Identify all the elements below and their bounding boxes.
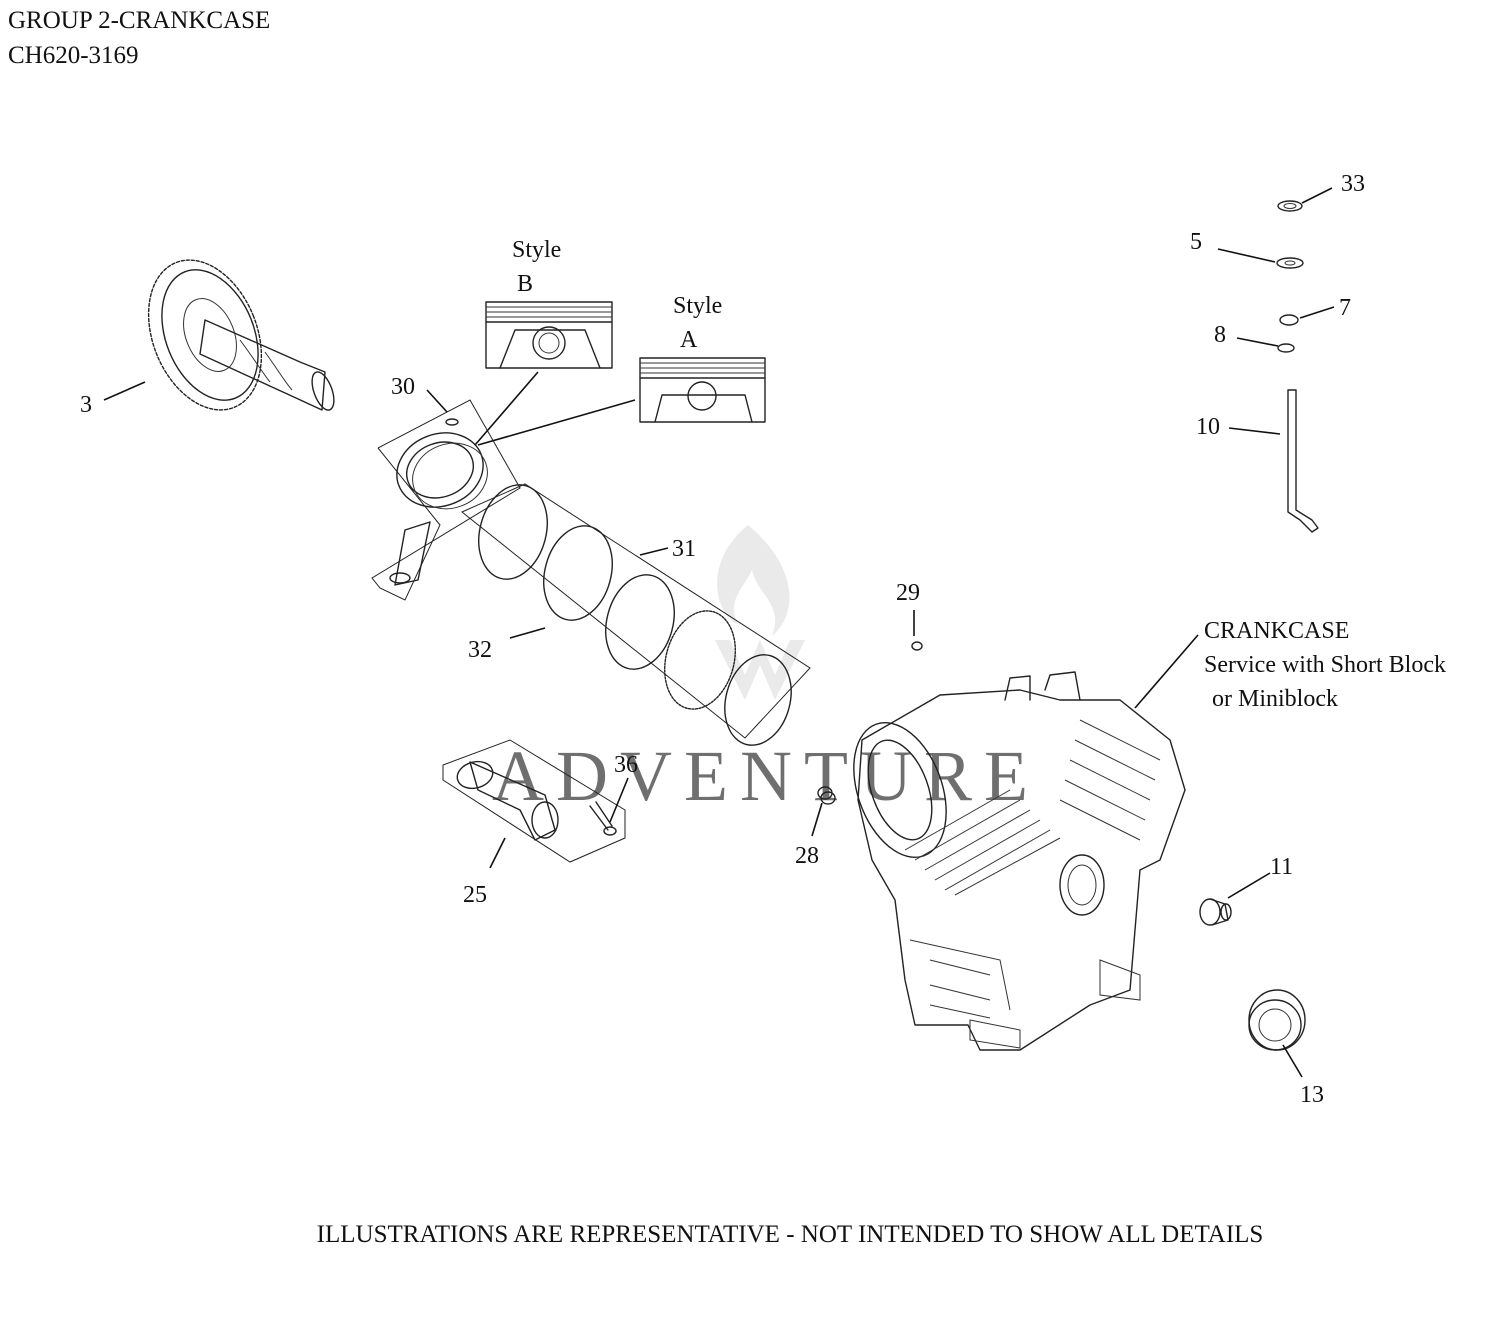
plug-part bbox=[911, 641, 923, 651]
watermark-w-icon bbox=[715, 640, 805, 700]
callout-36: 36 bbox=[614, 752, 638, 778]
callout-30: 30 bbox=[391, 374, 415, 400]
camshaft-part bbox=[147, 259, 335, 411]
style-b-label-line2: B bbox=[517, 271, 533, 297]
breather-tube-part bbox=[1287, 389, 1319, 533]
piston-rings-frame bbox=[461, 483, 811, 746]
piston-style-a bbox=[639, 357, 766, 423]
callout-25: 25 bbox=[463, 882, 487, 908]
rod-bolt-part bbox=[589, 801, 617, 836]
callout-5: 5 bbox=[1190, 229, 1202, 255]
model-number: CH620-3169 bbox=[8, 42, 139, 69]
callout-3: 3 bbox=[80, 392, 92, 418]
watermark-text: ADVENTURE bbox=[492, 736, 1040, 816]
callout-8: 8 bbox=[1214, 322, 1226, 348]
style-b-label-line1: Style bbox=[512, 237, 561, 263]
drain-plug-part bbox=[1199, 898, 1232, 926]
oil-seal-part bbox=[1248, 989, 1306, 1051]
callout-28: 28 bbox=[795, 843, 819, 869]
disclaimer-text: ILLUSTRATIONS ARE REPRESENTATIVE - NOT I… bbox=[316, 1221, 1264, 1248]
watermark: ADVENTURE bbox=[492, 525, 1040, 816]
crankcase-note-line1: CRANKCASE bbox=[1204, 618, 1349, 644]
retainer-part bbox=[445, 418, 459, 426]
callout-29: 29 bbox=[896, 580, 920, 606]
callout-32: 32 bbox=[468, 637, 492, 663]
callout-31: 31 bbox=[672, 536, 696, 562]
watermark-flame-icon bbox=[717, 525, 790, 636]
callout-7: 7 bbox=[1339, 295, 1351, 321]
callout-33: 33 bbox=[1341, 171, 1365, 197]
callout-11: 11 bbox=[1270, 854, 1293, 880]
breather-parts bbox=[1276, 200, 1319, 533]
piston-assembly-frame bbox=[371, 399, 521, 601]
connecting-rod-frame bbox=[442, 739, 626, 863]
wrist-pin-part bbox=[394, 521, 431, 586]
crankcase-block bbox=[853, 671, 1186, 1051]
dowel-part bbox=[817, 786, 836, 805]
disclaimer-note: ILLUSTRATIONS ARE REPRESENTATIVE - NOT I… bbox=[0, 1220, 1500, 1250]
leader-lines bbox=[103, 187, 1335, 1078]
crankcase-note-line2: Service with Short Block bbox=[1204, 652, 1446, 678]
group-title: GROUP 2-CRANKCASE bbox=[8, 7, 271, 34]
callout-10: 10 bbox=[1196, 414, 1220, 440]
crankcase-note-line3: or Miniblock bbox=[1212, 686, 1338, 712]
style-a-label-line2: A bbox=[680, 327, 698, 353]
callout-13: 13 bbox=[1300, 1082, 1324, 1108]
style-a-label-line1: Style bbox=[673, 293, 722, 319]
piston-style-b bbox=[485, 301, 613, 369]
